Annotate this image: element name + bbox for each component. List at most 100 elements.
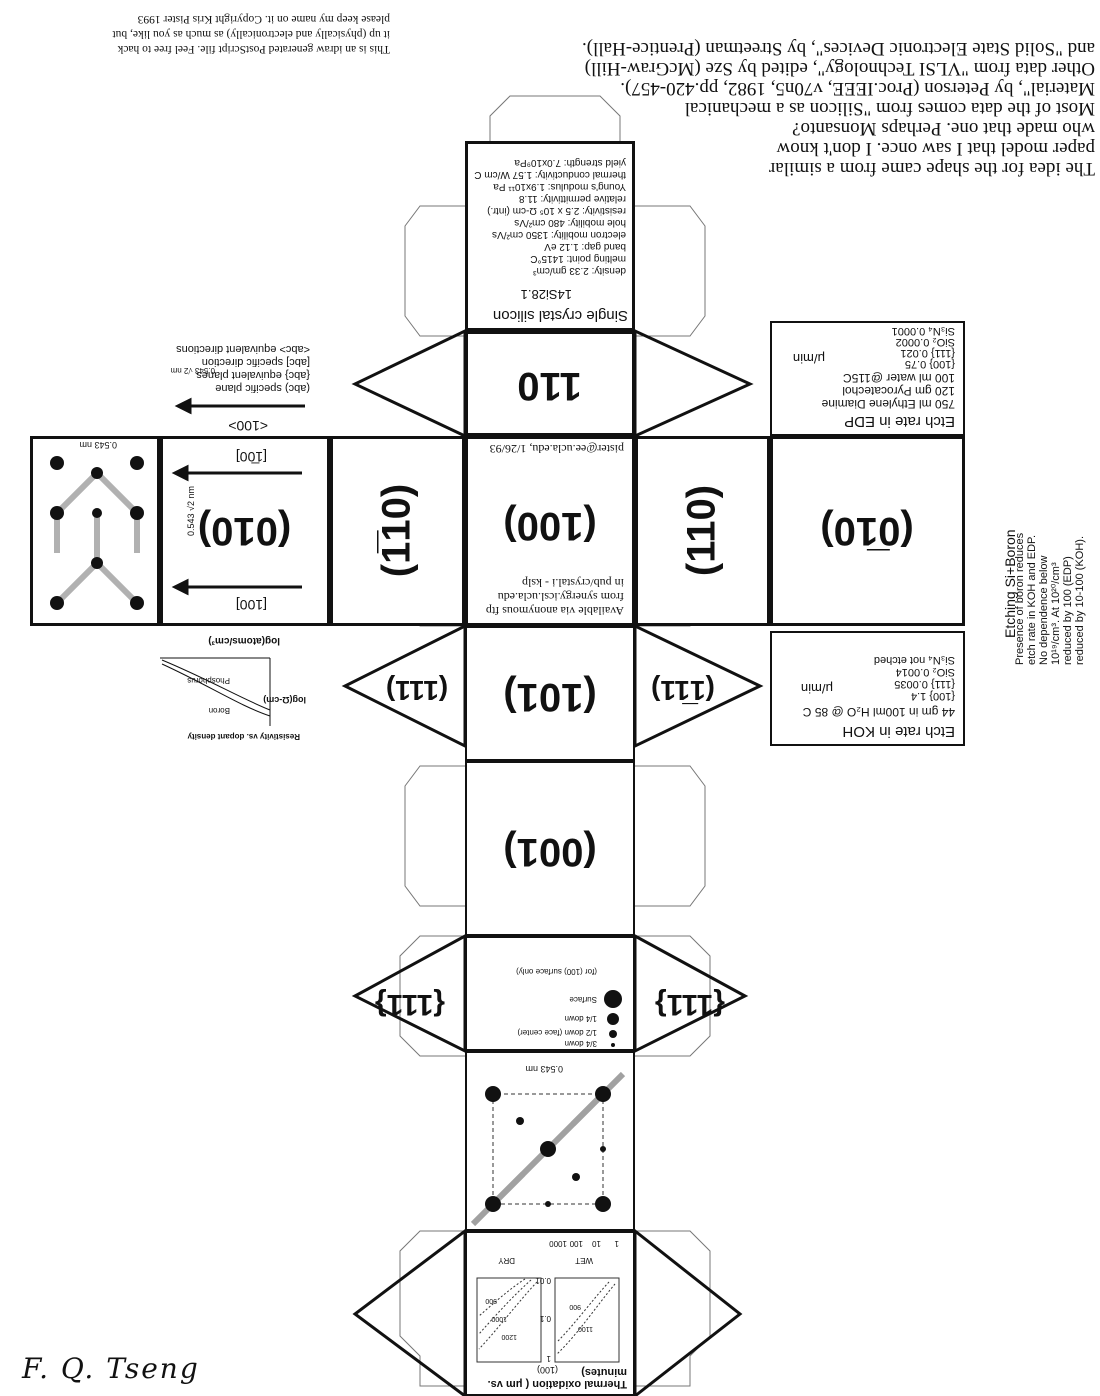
edp-face: Etch rate in EDP 750 ml Ethylene Diamine…: [770, 321, 965, 436]
boron-line: reduced by 100 (EDP): [1062, 556, 1074, 665]
face-label-111-right: {111}: [374, 988, 446, 1021]
resistivity-face: Resistivity vs. dopant density log(Ω-cm)…: [155, 626, 310, 746]
triangle-110-left: [633, 328, 754, 439]
props-line: Young's modulus: 1.9x10¹¹ Pa: [493, 181, 626, 192]
koh-unit: μ/min: [800, 681, 833, 696]
koh-face: Etch rate in KOH 44 gm in 100ml H₂O @ 85…: [770, 631, 965, 746]
koh-rate: {100} 1.4: [910, 690, 955, 702]
lattice-atom: [92, 508, 102, 518]
triangle-flap-oxidation-right: [352, 1227, 467, 1396]
legend-face: <100> (abc) specific plane {abc} equival…: [160, 316, 330, 436]
lattice-atom: [50, 506, 64, 520]
legend-dot-three-quarter: [611, 1043, 615, 1047]
edp-line: 750 ml Ethylene Diamine: [821, 397, 955, 411]
resistivity-chart: [160, 657, 271, 726]
face-110-label: (110): [679, 484, 724, 577]
lattice-atom: [130, 456, 144, 470]
lattice-atom: [50, 596, 64, 610]
lattice-atom: [516, 1117, 524, 1125]
legend-dot-quarter: [607, 1013, 619, 1025]
legend-dot-surface: [604, 990, 622, 1008]
lattice-scale-label: 0.543 nm: [525, 1064, 563, 1074]
legend-scale: 0.543 √2 nm: [170, 366, 215, 375]
face-001: (001): [465, 761, 635, 936]
triangle-111-left: [633, 933, 749, 1054]
lattice-atom: [600, 1146, 606, 1152]
lattice-atom: [130, 596, 144, 610]
lattice-atom: [540, 1141, 556, 1157]
props-symbol: 14Si28.1: [520, 287, 572, 302]
props-line: relative permittivity: 11.8: [518, 193, 626, 204]
face-110: (110): [635, 436, 770, 626]
koh-line: 44 gm in 100ml H₂O @ 85 C: [802, 705, 955, 719]
props-line: melting point: 1415°C: [530, 253, 626, 264]
lattice-atom: [485, 1196, 501, 1212]
resistivity-series-label: Phosphorus: [187, 676, 230, 685]
surface-legend-face: Surface 1/4 down 1/2 down (face center) …: [465, 936, 635, 1051]
legend-line: <abc> equivalent directions: [176, 343, 310, 355]
edp-rate: {100} 0.75: [904, 358, 955, 370]
legend-item: Surface: [569, 995, 597, 1004]
props-line: thermal conductivity: 1.57 W/cm C: [474, 169, 626, 180]
face-label-111-b: (1̅11): [651, 675, 715, 706]
legend-arrow: [174, 397, 305, 415]
props-line: density: 2.33 gm/cm³: [533, 265, 626, 276]
lattice-atom: [485, 1086, 501, 1102]
edp-rate: {111} 0.021: [900, 347, 955, 359]
surface-legend-dots: [604, 990, 622, 1047]
edp-rate: SiO₂ 0.0002: [895, 336, 955, 348]
legend-dot-half: [609, 1030, 617, 1038]
oxidation-face: Thermal oxidation ( μm vs. minutes) (100…: [465, 1231, 635, 1396]
edp-rate: Si₃N₄ 0.0001: [891, 325, 955, 337]
face-100: Available via anonymous ftp from synergy…: [465, 436, 635, 626]
face-lattice-diamond: 0.543 nm: [30, 436, 160, 626]
ftp-line: Available via anonymous ftp: [485, 604, 624, 618]
boron-text: Presence of boron reduces etch rate in K…: [1014, 455, 1086, 665]
face-010-boron: (0̅10): [770, 436, 965, 626]
props-line: hole mobility: 480 cm²/Vs: [514, 217, 626, 228]
lattice-atom: [50, 456, 64, 470]
resistivity-series-boron: [161, 663, 271, 717]
koh-rate: SiO₂ 0.0014: [895, 666, 955, 678]
lattice-atom: [595, 1086, 611, 1102]
lattice-atom: [130, 506, 144, 520]
face-0b10-label: (0̅10): [820, 509, 914, 553]
oxidation-chart: [476, 1277, 620, 1363]
face-001-label: (001): [503, 830, 597, 874]
triangle-110-right: [351, 328, 467, 439]
face-label-111-left: {111}: [654, 988, 726, 1021]
resistivity-series-label: Boron: [208, 706, 230, 715]
lattice-atom: [572, 1173, 580, 1181]
legend-item: 1/4 down: [564, 1014, 597, 1023]
lattice-atom: [91, 467, 103, 479]
properties-face: Single crystal silicon 14Si28.1 density:…: [465, 141, 635, 331]
face-101: (101): [465, 626, 635, 761]
face-101-label: (101): [503, 675, 597, 719]
boron-line: No dependence below: [1038, 555, 1050, 665]
face-1b10-label: (1̅10): [374, 483, 419, 578]
direction-arrows: [171, 464, 302, 596]
lattice-scale-side: 0.543 √2 nm: [186, 486, 196, 536]
koh-title: Etch rate in KOH: [842, 723, 955, 740]
edp-unit: μ/min: [792, 351, 825, 366]
lattice-scale: 0.543 nm: [79, 440, 117, 450]
koh-rate: {111} 0.0035: [894, 678, 955, 690]
legend-note: (for (100) surface only): [516, 967, 597, 976]
props-line: resistivity: 2.5 x 10⁵ Ω-cm (intr.): [487, 205, 626, 216]
edp-title: Etch rate in EDP: [844, 413, 955, 430]
lattice-atom: [595, 1196, 611, 1212]
resistivity-series-phosphorus: [161, 659, 271, 711]
triangle-111-b: [633, 623, 764, 749]
boron-line: 10¹⁹/cm³. At 10²⁰/cm³: [1050, 562, 1062, 665]
koh-rate: Si₃N₄ not etched: [873, 654, 955, 666]
face-1b10: (1̅10): [330, 436, 465, 626]
ftp-line: in pub/crystal.i - kslp: [522, 576, 624, 590]
props-line: electron mobility: 1350 cm²/Vs: [492, 229, 626, 240]
lattice-100-diagram: [470, 1071, 626, 1227]
edp-line: 100 ml water @115C: [842, 371, 955, 385]
signature: F. Q. Tseng: [22, 1352, 200, 1385]
diamond-lattice: [50, 456, 144, 610]
